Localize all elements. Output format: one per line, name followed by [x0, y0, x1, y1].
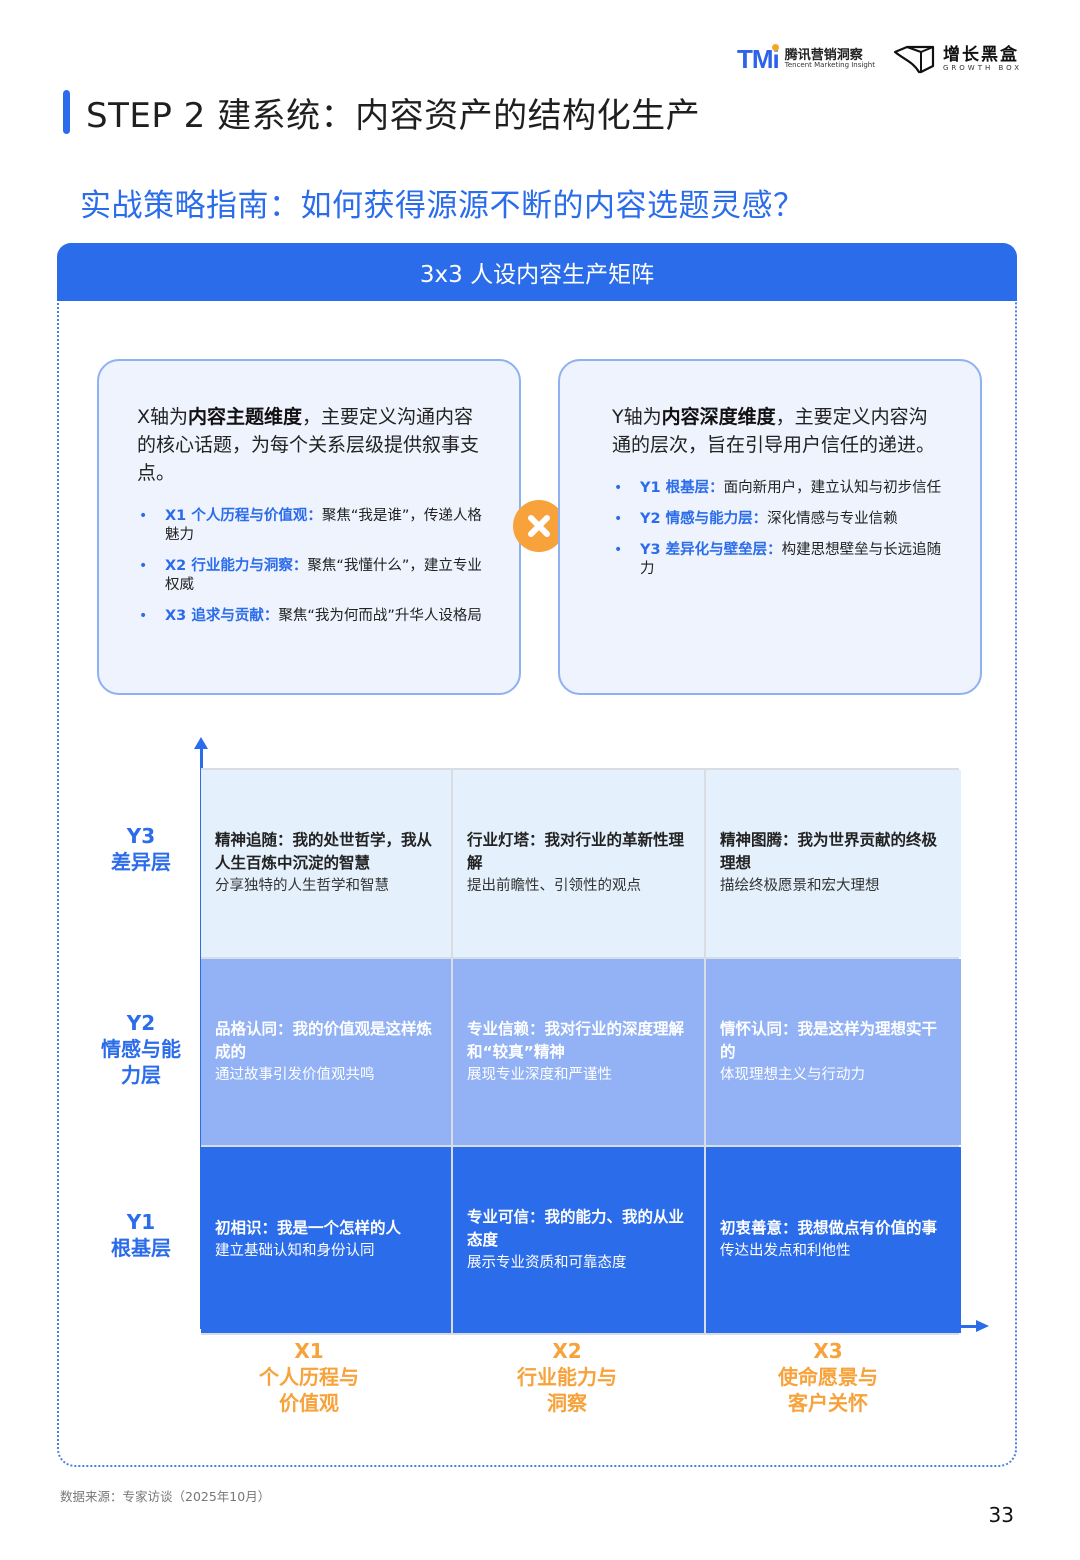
- cell-desc: 展现专业深度和严谨性: [467, 1066, 612, 1083]
- x-desc-prefix: X轴为: [137, 406, 189, 428]
- matrix-cell-y3-x1: 精神追随：我的处世哲学，我从人生百炼中沉淀的智慧 分享独特的人生哲学和智慧: [201, 770, 451, 957]
- cell-desc: 描绘终极愿景和宏大理想: [720, 878, 880, 894]
- list-item-text: 面向新用户，建立认知与初步信任: [723, 480, 942, 496]
- y-label-y2: Y2 情感与能力层: [89, 1010, 193, 1088]
- x-axis-info-box: X轴为内容主题维度，主要定义沟通内容的核心话题，为每个关系层级提供叙事支点。 X…: [97, 359, 521, 695]
- list-item-key: Y3 差异化与壁垒层：: [640, 542, 782, 558]
- y-desc-bold: 内容深度维度: [661, 406, 776, 428]
- page-number: 33: [988, 1503, 1014, 1527]
- x-label-x1: X1 个人历程与价值观: [209, 1338, 409, 1416]
- list-item: Y1 根基层：面向新用户，建立认知与初步信任: [612, 479, 944, 498]
- times-icon: [513, 500, 565, 552]
- list-item: X1 个人历程与价值观：聚焦“我是谁”，传递人格魅力: [137, 507, 483, 545]
- cell-desc: 体现理想主义与行动力: [720, 1066, 865, 1083]
- list-item-text: 聚焦“我懂什么”，建立专业权威: [165, 558, 482, 593]
- list-item-key: X3 追求与贡献：: [165, 608, 279, 624]
- cell-desc: 提出前瞻性、引领性的观点: [467, 878, 641, 894]
- y-desc-prefix: Y轴为: [612, 406, 662, 428]
- matrix-cell-y2-x1: 品格认同：我的价值观是这样炼成的 通过故事引发价值观共鸣: [201, 959, 451, 1145]
- matrix-panel: 3x3 人设内容生产矩阵 X轴为内容主题维度，主要定义沟通内容的核心话题，为每个…: [57, 243, 1017, 1467]
- y-label-name: 差异层: [111, 850, 171, 874]
- list-item-text: 聚焦“我是谁”，传递人格魅力: [165, 508, 482, 543]
- title-accent-bar: [63, 90, 70, 134]
- cell-desc: 建立基础认知和身份认同: [215, 1243, 375, 1259]
- list-item-key: Y1 根基层：: [640, 480, 724, 496]
- x-label-x2: X2 行业能力与洞察: [467, 1338, 667, 1416]
- x-label-x3: X3 使命愿景与客户关怀: [728, 1338, 928, 1416]
- page-title: STEP 2 建系统：内容资产的结构化生产: [86, 96, 701, 136]
- cell-title: 品格认同：我的价值观是这样炼成的: [215, 1019, 433, 1061]
- tmi-dot-icon: [771, 44, 779, 51]
- growthbox-logo-cn: 增长黑盒: [942, 44, 1019, 65]
- list-item-key: Y2 情感与能力层：: [640, 511, 768, 527]
- cell-title: 初相识：我是一个怎样的人: [215, 1219, 402, 1237]
- growthbox-cube-icon: [893, 45, 935, 74]
- tmi-logo: TMi 腾讯营销洞察 Tencent Marketing Insight: [737, 44, 875, 72]
- cell-desc: 传达出发点和利他性: [720, 1243, 851, 1259]
- list-item-text: 深化情感与专业信赖: [767, 511, 898, 527]
- cell-title: 行业灯塔：我对行业的革新性理解: [467, 831, 685, 872]
- cell-desc: 分享独特的人生哲学和智慧: [215, 878, 389, 894]
- list-item-key: X1 个人历程与价值观：: [165, 508, 322, 524]
- y-axis-list: Y1 根基层：面向新用户，建立认知与初步信任 Y2 情感与能力层：深化情感与专业…: [612, 479, 944, 579]
- cross-glyph-icon: [528, 515, 550, 537]
- list-item: X2 行业能力与洞察：聚焦“我懂什么”，建立专业权威: [137, 557, 483, 595]
- cell-title: 专业可信：我的能力、我的从业态度: [467, 1207, 685, 1249]
- cell-title: 精神图腾：我为世界贡献的终极理想: [720, 831, 938, 872]
- y-axis-description: Y轴为内容深度维度，主要定义内容沟通的层次，旨在引导用户信任的递进。: [612, 403, 944, 459]
- y-axis-arrow-icon: [194, 737, 208, 749]
- y-label-name: 根基层: [111, 1236, 171, 1260]
- growthbox-logo-en: GROWTH BOX: [942, 63, 1022, 72]
- y-label-y1: Y1 根基层: [89, 1209, 193, 1261]
- matrix-cell-y2-x2: 专业信赖：我对行业的深度理解和“较真”精神 展现专业深度和严谨性: [453, 959, 704, 1145]
- list-item: X3 追求与贡献：聚焦“我为何而战”升华人设格局: [137, 607, 483, 626]
- y-label-y3: Y3 差异层: [89, 823, 193, 875]
- tmi-logo-cn: 腾讯营销洞察: [784, 47, 863, 63]
- y-desc-suffix: ，主要定义内容沟通的层次，旨在引导用户信任的递进。: [612, 406, 936, 456]
- x-label-name: 个人历程与价值观: [259, 1365, 359, 1415]
- panel-header: 3x3 人设内容生产矩阵: [57, 243, 1017, 301]
- y-axis-info-box: Y轴为内容深度维度，主要定义内容沟通的层次，旨在引导用户信任的递进。 Y1 根基…: [558, 359, 982, 695]
- list-item: Y3 差异化与壁垒层：构建思想壁垒与长远追随力: [612, 541, 944, 579]
- x-desc-bold: 内容主题维度: [188, 406, 303, 428]
- cell-title: 精神追随：我的处世哲学，我从人生百炼中沉淀的智慧: [215, 831, 433, 872]
- matrix-cell-y3-x3: 精神图腾：我为世界贡献的终极理想 描绘终极愿景和宏大理想: [706, 770, 961, 957]
- growthbox-logo: 增长黑盒 GROWTH BOX: [893, 44, 1022, 74]
- x-axis-arrow-icon: [976, 1320, 989, 1332]
- y-label-code: Y2: [126, 1011, 156, 1035]
- x-desc-suffix: ，主要定义沟通内容的核心话题，为每个关系层级提供叙事支点。: [137, 406, 480, 484]
- list-item-key: X2 行业能力与洞察：: [165, 558, 308, 574]
- matrix-cell-y1-x3: 初衷善意：我想做点有价值的事 传达出发点和利他性: [706, 1147, 961, 1333]
- matrix-cell-y1-x1: 初相识：我是一个怎样的人 建立基础认知和身份认同: [201, 1147, 451, 1333]
- tmi-logo-text: 腾讯营销洞察 Tencent Marketing Insight: [784, 47, 875, 70]
- y-label-code: Y3: [126, 824, 156, 848]
- x-axis-list: X1 个人历程与价值观：聚焦“我是谁”，传递人格魅力 X2 行业能力与洞察：聚焦…: [137, 507, 483, 626]
- list-item-text: 构建思想壁垒与长远追随力: [640, 542, 942, 577]
- x-label-code: X3: [813, 1339, 843, 1363]
- y-label-code: Y1: [126, 1210, 156, 1234]
- matrix-cell-y3-x2: 行业灯塔：我对行业的革新性理解 提出前瞻性、引领性的观点: [453, 770, 704, 957]
- matrix-cell-y2-x3: 情怀认同：我是这样为理想实干的 体现理想主义与行动力: [706, 959, 961, 1145]
- tmi-logo-mark: TMi: [737, 44, 780, 72]
- content-matrix-grid: 精神追随：我的处世哲学，我从人生百炼中沉淀的智慧 分享独特的人生哲学和智慧 行业…: [201, 768, 961, 1335]
- list-item-text: 聚焦“我为何而战”升华人设格局: [278, 608, 482, 624]
- subtitle: 实战策略指南：如何获得源源不断的内容选题灵感？: [80, 188, 805, 224]
- matrix-cell-y1-x2: 专业可信：我的能力、我的从业态度 展示专业资质和可靠态度: [453, 1147, 704, 1333]
- x-label-code: X2: [552, 1339, 582, 1363]
- cell-desc: 展示专业资质和可靠态度: [467, 1254, 627, 1271]
- x-label-name: 行业能力与洞察: [517, 1365, 617, 1415]
- tmi-logo-en: Tencent Marketing Insight: [784, 61, 875, 70]
- cell-desc: 通过故事引发价值观共鸣: [215, 1066, 375, 1083]
- list-item: Y2 情感与能力层：深化情感与专业信赖: [612, 510, 944, 529]
- header-logos: TMi 腾讯营销洞察 Tencent Marketing Insight 增长黑…: [737, 44, 1022, 74]
- y-label-name: 情感与能力层: [101, 1037, 181, 1087]
- x-label-code: X1: [294, 1339, 324, 1363]
- x-label-name: 使命愿景与客户关怀: [778, 1365, 878, 1415]
- growthbox-logo-text: 增长黑盒 GROWTH BOX: [943, 46, 1022, 72]
- cell-title: 情怀认同：我是这样为理想实干的: [720, 1019, 938, 1061]
- cell-title: 初衷善意：我想做点有价值的事: [720, 1219, 938, 1237]
- cell-title: 专业信赖：我对行业的深度理解和“较真”精神: [467, 1019, 685, 1061]
- data-source-note: 数据来源：专家访谈（2025年10月）: [60, 1489, 271, 1504]
- x-axis-description: X轴为内容主题维度，主要定义沟通内容的核心话题，为每个关系层级提供叙事支点。: [137, 403, 483, 487]
